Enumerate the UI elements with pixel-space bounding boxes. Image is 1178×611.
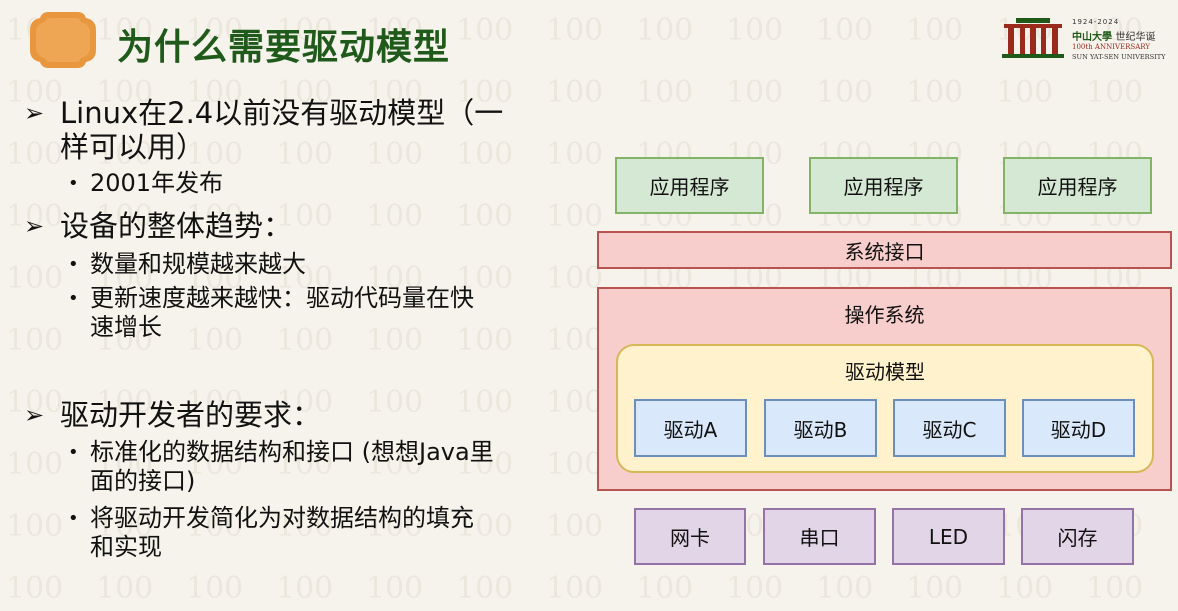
driver-model-label: 驱动模型 [845,360,925,384]
sub-bullet-item: • 标准化的数据结构和接口 (想想Java里 面的接口) [68,438,494,496]
dot-bullet-icon: • [68,288,79,309]
dot-bullet-icon: • [68,442,79,463]
hardware-box: LED [892,508,1005,565]
sub-bullet-item: • 2001年发布 [68,169,223,198]
bullet-item: ➢ 驱动开发者的要求： [24,398,321,432]
sub-bullet-text: 标准化的数据结构和接口 (想想Java里 面的接口) [90,438,494,495]
hardware-box: 网卡 [634,508,746,565]
gate-logo-icon [1002,18,1064,58]
sub-bullet-text: 更新速度越来越快：驱动代码量在快 速增长 [90,284,474,341]
title-badge-icon [30,12,96,68]
app-box: 应用程序 [809,157,958,214]
arrow-bullet-icon: ➢ [24,212,45,240]
arrow-bullet-icon: ➢ [24,99,45,127]
bullet-text: 驱动开发者的要求： [60,398,322,432]
sub-bullet-item: • 数量和规模越来越大 [68,250,306,279]
dot-bullet-icon: • [68,173,79,194]
app-box: 应用程序 [1003,157,1152,214]
app-box: 应用程序 [615,157,764,214]
bullet-text: Linux在2.4以前没有驱动模型（一 样可以用） [60,96,504,164]
driver-box: 驱动C [893,399,1006,457]
bullet-item: ➢ 设备的整体趋势： [24,209,292,243]
sub-bullet-item: • 更新速度越来越快：驱动代码量在快 速增长 [68,284,474,342]
logo-english-name: SUN YAT-SEN UNIVERSITY [1072,53,1166,61]
driver-box: 驱动D [1022,399,1135,457]
sub-bullet-item: • 将驱动开发简化为对数据结构的填充 和实现 [68,504,474,562]
driver-model-box: 驱动模型 驱动A 驱动B 驱动C 驱动D [616,344,1154,473]
sub-bullet-text: 将驱动开发简化为对数据结构的填充 和实现 [90,504,474,561]
hardware-box: 串口 [763,508,876,565]
syscall-interface-box: 系统接口 [597,231,1172,269]
arrow-bullet-icon: ➢ [24,401,45,429]
os-label: 操作系统 [844,303,925,327]
page-title: 为什么需要驱动模型 [117,27,451,68]
sub-bullet-text: 数量和规模越来越大 [90,250,306,278]
sub-bullet-text: 2001年发布 [90,169,224,197]
dot-bullet-icon: • [68,508,79,529]
dot-bullet-icon: • [68,254,79,275]
university-logo: 1924-2024 中山大學 世纪华诞 100th ANNIVERSARY SU… [1002,16,1166,64]
driver-box: 驱动A [634,399,747,457]
logo-chinese-name: 中山大學 世纪华诞 [1072,32,1156,43]
logo-anniversary: 100th ANNIVERSARY [1072,43,1150,51]
os-box: 操作系统 驱动模型 驱动A 驱动B 驱动C 驱动D [597,287,1172,491]
bullet-text: 设备的整体趋势： [60,209,293,243]
bullet-item: ➢ Linux在2.4以前没有驱动模型（一 样可以用） [24,96,503,164]
driver-box: 驱动B [764,399,877,457]
logo-years: 1924-2024 [1072,18,1120,26]
hardware-box: 闪存 [1021,508,1134,565]
